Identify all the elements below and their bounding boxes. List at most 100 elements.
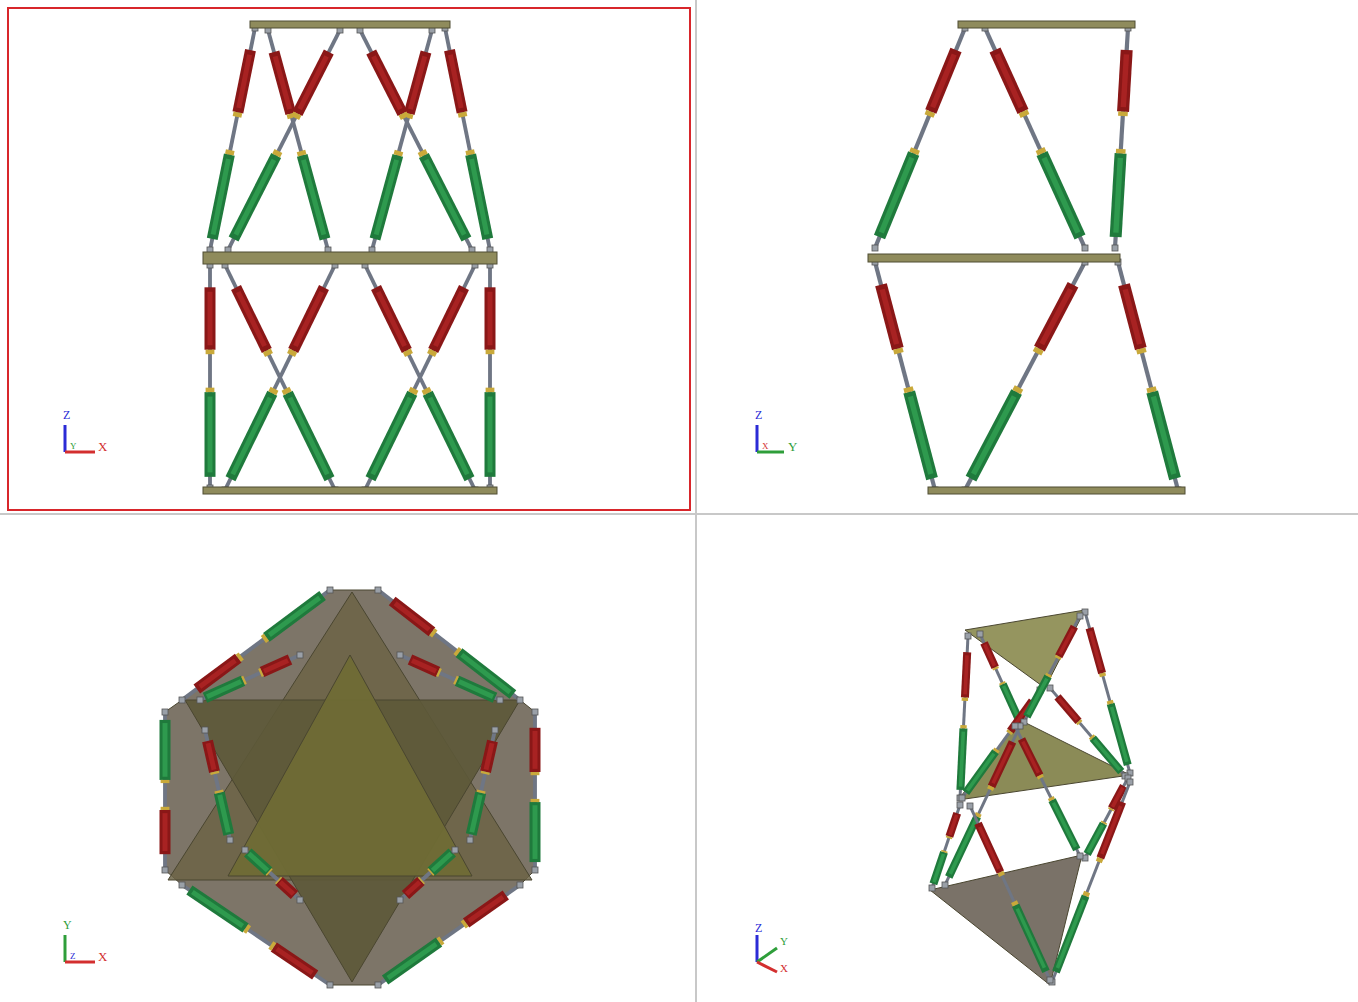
strut-part bbox=[206, 350, 215, 354]
actuator-strut bbox=[162, 709, 168, 873]
axis-label: Z bbox=[755, 409, 762, 422]
strut-part bbox=[1058, 656, 1059, 658]
joint bbox=[162, 709, 168, 715]
strut-part bbox=[208, 292, 213, 346]
strut-part bbox=[275, 56, 289, 109]
strut-part bbox=[966, 264, 1084, 487]
strut-part bbox=[470, 731, 495, 839]
axis-label: X bbox=[762, 440, 769, 453]
strut-part bbox=[274, 947, 315, 975]
strut-part bbox=[266, 596, 322, 638]
strut-part bbox=[1048, 674, 1049, 676]
joint bbox=[162, 867, 168, 873]
actuator-strut bbox=[397, 847, 458, 903]
strut-part bbox=[219, 793, 229, 835]
strut-part bbox=[488, 267, 492, 486]
actuator-strut bbox=[1082, 609, 1133, 776]
strut-part bbox=[1051, 689, 1125, 775]
actuator-strut bbox=[179, 587, 333, 703]
strut-part bbox=[1016, 727, 1080, 854]
actuator-strut bbox=[265, 27, 331, 253]
strut-part bbox=[428, 393, 470, 479]
actuator-strut bbox=[442, 25, 493, 253]
strut-part bbox=[379, 886, 518, 984]
strut-part bbox=[236, 160, 274, 235]
joint bbox=[1082, 245, 1088, 251]
joint bbox=[197, 697, 203, 703]
strut-part bbox=[1059, 627, 1075, 657]
strut-part bbox=[272, 389, 274, 394]
actuator-strut bbox=[397, 652, 503, 703]
strut-part bbox=[471, 155, 488, 239]
strut-part bbox=[236, 288, 267, 351]
strut-part bbox=[212, 155, 229, 239]
strut-part bbox=[1090, 631, 1101, 670]
actuator-strut bbox=[962, 259, 1088, 493]
strut-part bbox=[431, 853, 452, 872]
strut-part bbox=[286, 389, 288, 394]
actuator-strut bbox=[222, 262, 338, 493]
strut-part bbox=[466, 895, 506, 923]
strut-part bbox=[403, 114, 405, 118]
strut-part bbox=[406, 881, 421, 895]
strut-part bbox=[980, 827, 999, 869]
strut-part bbox=[280, 882, 293, 894]
strut-part bbox=[432, 632, 435, 634]
strut-part bbox=[1085, 614, 1129, 772]
strut-part bbox=[213, 159, 228, 234]
strut-part bbox=[269, 598, 319, 635]
strut-part bbox=[183, 886, 328, 984]
joint bbox=[297, 897, 303, 903]
axis-arrow bbox=[64, 935, 67, 962]
actuator-strut bbox=[207, 262, 213, 491]
strut-part bbox=[1116, 149, 1126, 153]
strut-part bbox=[376, 160, 396, 235]
strut-part bbox=[410, 56, 424, 109]
strut-part bbox=[941, 851, 948, 853]
strut-part bbox=[962, 698, 969, 701]
strut-part bbox=[274, 52, 291, 114]
strut-part bbox=[486, 743, 492, 769]
strut-part bbox=[269, 872, 270, 873]
strut-part bbox=[1060, 629, 1073, 654]
axis-label: Y bbox=[70, 440, 77, 453]
strut-part bbox=[295, 292, 321, 346]
strut-part bbox=[961, 732, 964, 787]
strut-part bbox=[1151, 387, 1152, 392]
strut-part bbox=[978, 823, 1000, 872]
strut-part bbox=[205, 392, 216, 477]
strut-part bbox=[303, 160, 323, 235]
actuator-strut bbox=[1082, 775, 1131, 861]
strut-part bbox=[933, 54, 955, 107]
platform bbox=[958, 21, 1135, 28]
strut-part bbox=[992, 742, 1013, 787]
strut-part bbox=[1086, 892, 1088, 896]
strut-part bbox=[486, 350, 495, 354]
actuator-strut bbox=[197, 652, 303, 703]
joint bbox=[397, 897, 403, 903]
strut-part bbox=[1040, 775, 1041, 778]
strut-part bbox=[1094, 740, 1120, 770]
strut-part bbox=[401, 851, 455, 900]
axis-arrow bbox=[757, 451, 784, 454]
strut-part bbox=[395, 603, 429, 629]
strut-part bbox=[160, 720, 171, 780]
axis-label: Y bbox=[63, 919, 72, 932]
strut-part bbox=[432, 854, 451, 871]
strut-part bbox=[1025, 617, 1080, 721]
strut-part bbox=[373, 398, 410, 475]
strut-part bbox=[293, 288, 324, 351]
strut-part bbox=[909, 392, 932, 479]
strut-part bbox=[1051, 798, 1052, 801]
strut-part bbox=[438, 668, 440, 678]
strut-part bbox=[376, 288, 407, 351]
strut-part bbox=[1044, 158, 1078, 233]
strut-part bbox=[485, 287, 496, 349]
strut-part bbox=[929, 112, 931, 116]
strut-part bbox=[231, 393, 273, 479]
strut-part bbox=[233, 112, 243, 116]
strut-part bbox=[371, 393, 413, 479]
strut-part bbox=[163, 714, 167, 869]
strut-part bbox=[208, 743, 214, 769]
